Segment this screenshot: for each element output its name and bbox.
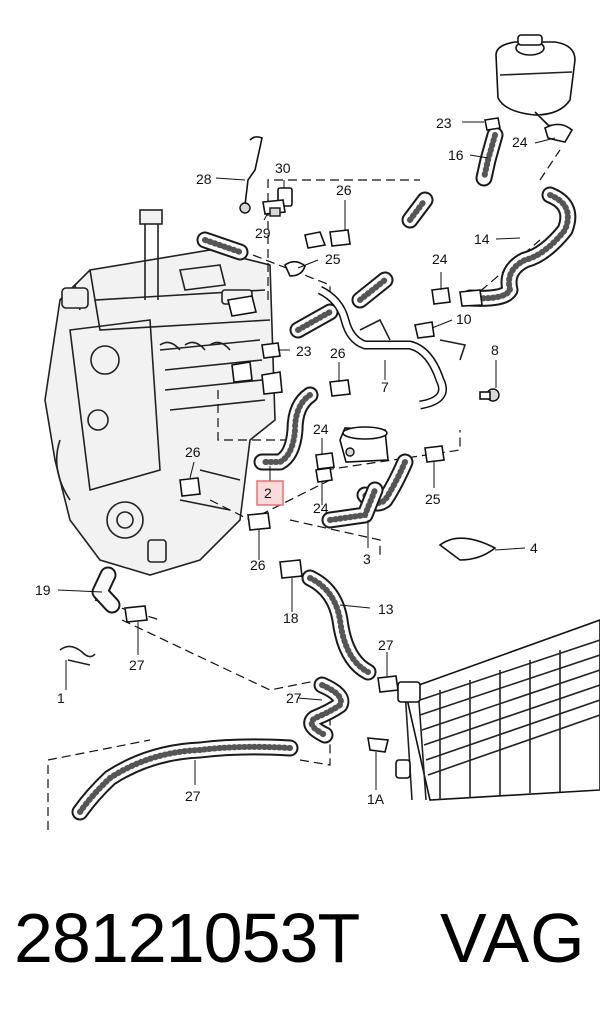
callout-10: 10 <box>456 311 472 327</box>
hoses <box>71 126 577 821</box>
pipe-7 <box>317 285 467 410</box>
callout-13: 13 <box>378 601 394 617</box>
clamps-and-fittings <box>59 117 574 753</box>
callout-26: 26 <box>330 345 346 361</box>
hose-upper-left <box>196 231 249 261</box>
callout-23: 23 <box>436 115 452 131</box>
callout-8: 8 <box>491 342 499 358</box>
callout-1a: 27 <box>185 788 201 804</box>
leader-lines <box>57 121 556 790</box>
callout-29: 29 <box>255 225 271 241</box>
callout-30: 30 <box>275 160 291 176</box>
hose-2 <box>253 386 319 471</box>
callout-27: 18 <box>283 610 299 626</box>
callout-24: 24 <box>432 251 448 267</box>
callout-14: 14 <box>474 231 490 247</box>
part-number: 28121053T <box>14 899 360 977</box>
hose-mid-a <box>351 271 394 309</box>
callout-26: 26 <box>185 444 201 460</box>
callout-1: 27 <box>286 690 302 706</box>
hose-16 <box>475 126 504 187</box>
callout-26: 26 <box>336 182 352 198</box>
radiator <box>395 619 600 801</box>
highlight-box <box>256 480 284 506</box>
callout-18: 1 <box>57 690 65 706</box>
callout-2: 2 <box>264 485 272 501</box>
callout-24: 24 <box>313 500 329 516</box>
callout-27: 27 <box>378 637 394 653</box>
hose-14 <box>461 186 577 307</box>
callout-24: 24 <box>313 421 329 437</box>
callout-4: 4 <box>530 540 538 556</box>
coolant-system-diagram: 28 30 29 26 23 24 16 14 25 24 10 23 26 7… <box>35 34 600 830</box>
hose-3 <box>321 481 384 529</box>
callout-25: 25 <box>325 251 341 267</box>
callout-labels: 28 30 29 26 23 24 16 14 25 24 10 23 26 7… <box>35 115 538 807</box>
brand-label: VAG <box>440 899 586 977</box>
callout-24: 24 <box>512 134 528 150</box>
oil-cooler <box>339 426 389 463</box>
callout-19: 19 <box>35 582 51 598</box>
hose-19 <box>91 566 121 614</box>
callout-27: 1A <box>367 791 385 807</box>
expansion-tank <box>495 34 576 129</box>
engine-block <box>44 209 276 576</box>
callout-7: 7 <box>381 379 389 395</box>
hose-mid-b <box>289 303 339 339</box>
callout-16: 16 <box>448 147 464 163</box>
callout-26: 26 <box>250 557 266 573</box>
callout-23: 23 <box>296 343 312 359</box>
hose-13 <box>301 569 377 681</box>
callout-3: 3 <box>363 551 371 567</box>
hose-1a <box>71 738 299 821</box>
callout-25: 25 <box>425 491 441 507</box>
callout-28: 28 <box>196 171 212 187</box>
hose-1 <box>303 676 350 744</box>
hose-upper-short <box>401 191 434 229</box>
callout-27: 27 <box>129 657 145 673</box>
